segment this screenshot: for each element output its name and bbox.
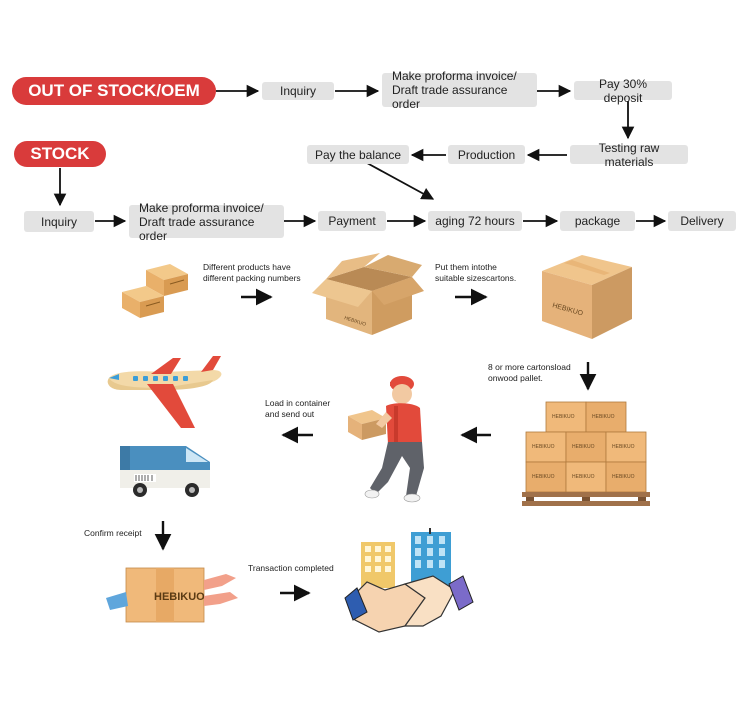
note-line: different packing numbers [203,273,301,283]
step-inquiry: Inquiry [262,82,334,100]
stock-step-payment: Payment [318,211,386,231]
step-make-proforma-invoice: Make proforma invoice/ Draft trade assur… [382,69,537,111]
step-text-line-2: Draft trade assurance order [139,214,255,243]
closed-carton-icon: HEBIKUO [542,255,632,339]
stock-badge: STOCK [14,141,106,167]
step-production: Production [448,145,525,164]
step-pay-the-balance: Pay the balance [307,145,409,164]
stock-step-delivery: Delivery [668,211,736,231]
step-testing-raw-materials: Testing raw materials [570,141,688,169]
step-text-line-2: Draft trade assurance order [392,83,508,111]
handshake-icon [344,528,474,633]
note-packing-numbers: Different products have different packin… [203,262,301,284]
svg-text:HEBIKUO: HEBIKUO [612,444,635,450]
van-icon [120,446,210,497]
stock-step-aging: aging 72 hours [428,211,522,231]
note-line: Load in container [265,398,331,408]
note-line: Put them intothe [435,262,497,272]
note-line: suitable sizescartons. [435,273,517,283]
note-line: 8 or more cartonsload [488,362,571,372]
out-of-stock-oem-badge: OUT OF STOCK/OEM [12,77,216,105]
note-transaction-completed: Transaction completed [248,563,334,573]
svg-text:HEBIKUO: HEBIKUO [572,474,595,480]
step-text-line-1: Make proforma invoice/ [392,69,517,83]
note-confirm-receipt: Confirm receipt [84,528,142,538]
delivery-man-icon [348,376,424,503]
step-pay-deposit: Pay 30% deposit [574,77,672,105]
svg-text:HEBIKUO: HEBIKUO [552,414,575,420]
stock-step-make-proforma-invoice: Make proforma invoice/ Draft trade assur… [129,201,284,243]
svg-text:HEBIKUO: HEBIKUO [592,414,615,420]
svg-text:HEBIKUO: HEBIKUO [154,591,205,603]
note-suitable-cartons: Put them intothe suitable sizescartons. [435,262,516,284]
box-handover-icon: HEBIKUO [106,567,238,623]
note-load-container: Load in container and send out [265,398,330,420]
svg-text:HEBIKUO: HEBIKUO [572,444,595,450]
note-line: onwood pallet. [488,373,543,383]
svg-text:HEBIKUO: HEBIKUO [532,474,555,480]
stock-step-package: package [560,211,635,231]
airplane-icon [107,356,222,428]
note-pallet: 8 or more cartonsload onwood pallet. [488,362,571,384]
note-line: and send out [265,409,315,419]
open-carton-icon: HEBIKUO [312,253,424,335]
step-text-line-1: Make proforma invoice/ [139,200,264,215]
svg-text:HEBIKUO: HEBIKUO [532,444,555,450]
stock-step-inquiry: Inquiry [24,211,94,232]
pallet-cartons-icon: HEBIKUO HEBIKUO HEBIKUO HEBIKUO HEBIKUO HEB… [522,401,650,506]
small-boxes-icon [122,264,188,318]
note-line: Different products have [203,262,291,272]
svg-text:HEBIKUO: HEBIKUO [612,474,635,480]
